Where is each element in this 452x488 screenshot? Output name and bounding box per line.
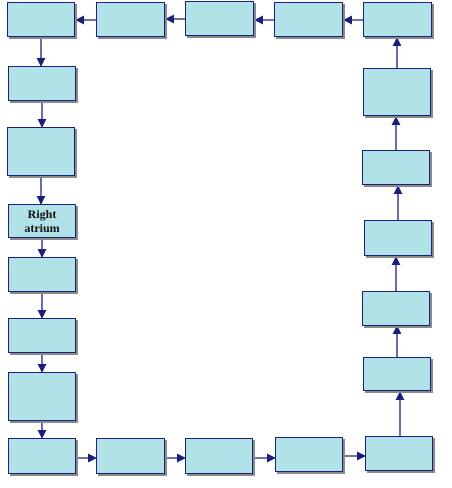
- node-left-2: [7, 127, 75, 176]
- node-right-1: [363, 357, 431, 391]
- node-top-5: [363, 2, 432, 37]
- node-right-5: [363, 68, 431, 116]
- node-top-2: [96, 2, 165, 37]
- node-bottom-4: [275, 437, 343, 472]
- node-left-1: [8, 66, 76, 101]
- node-right-2: [362, 291, 430, 326]
- node-bottom-3: [185, 438, 253, 474]
- node-top-4: [274, 2, 343, 37]
- node-top-1: [7, 2, 75, 37]
- node-bottom-5: [365, 436, 433, 471]
- node-left-4: [8, 257, 76, 292]
- node-right-4: [362, 150, 430, 185]
- node-right-3: [364, 220, 432, 256]
- node-left-5: [8, 318, 76, 353]
- node-left-3-right-atrium: Right atrium: [8, 204, 76, 238]
- node-left-6: [8, 372, 76, 421]
- node-top-3: [185, 1, 254, 36]
- node-bottom-2: [96, 438, 165, 474]
- right-atrium-label: Right atrium: [24, 207, 60, 235]
- node-bottom-1: [8, 438, 76, 474]
